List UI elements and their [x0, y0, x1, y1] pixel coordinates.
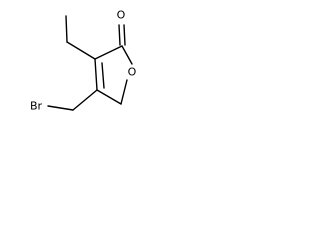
bond-o1-c5	[120, 79, 128, 105]
bond-carbonyl-b	[123, 24, 126, 46]
bond-c3-c4	[94, 58, 98, 91]
bromine-label: Br	[30, 100, 43, 113]
bond-c3-ethyl-ch2	[66, 41, 96, 60]
bond-c3-c2	[94, 45, 123, 60]
chemical-structure-diagram: O O Br	[30, 9, 137, 113]
bond-c3-c4-inner	[101, 62, 105, 89]
bond-ch2-br	[47, 105, 74, 111]
ring-oxygen-label: O	[128, 66, 137, 79]
carbonyl-oxygen-label: O	[117, 9, 126, 22]
bond-carbonyl-a	[118, 24, 121, 46]
bond-ethyl-ch2-ch3	[65, 15, 68, 43]
bond-c2-o1	[121, 45, 133, 65]
bond-c4-ch2br	[72, 89, 98, 111]
bond-c5-c4	[96, 89, 122, 105]
